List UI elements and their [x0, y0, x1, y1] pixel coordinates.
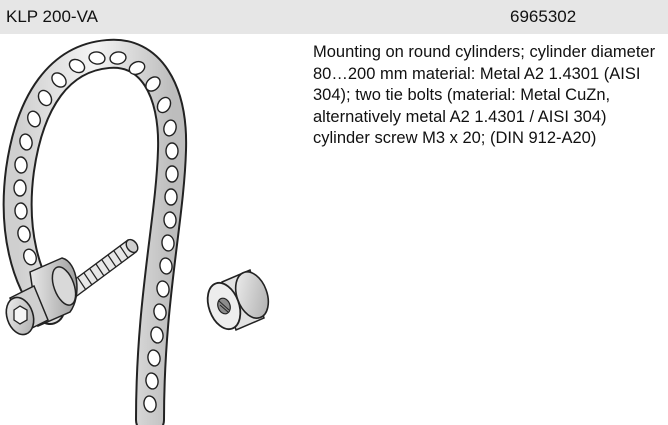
article-number: 6965302 [510, 7, 577, 26]
product-name: KLP 200-VA [6, 7, 98, 26]
perforated-band [2, 38, 188, 425]
product-description: Mounting on round cylinders; cylinder di… [313, 43, 656, 147]
screw-head [5, 284, 49, 336]
tie-bolt-nut [206, 268, 270, 332]
header-bar: KLP 200-VA 6965302 [0, 0, 668, 34]
product-illustration [2, 38, 270, 425]
band-holes [13, 51, 179, 413]
